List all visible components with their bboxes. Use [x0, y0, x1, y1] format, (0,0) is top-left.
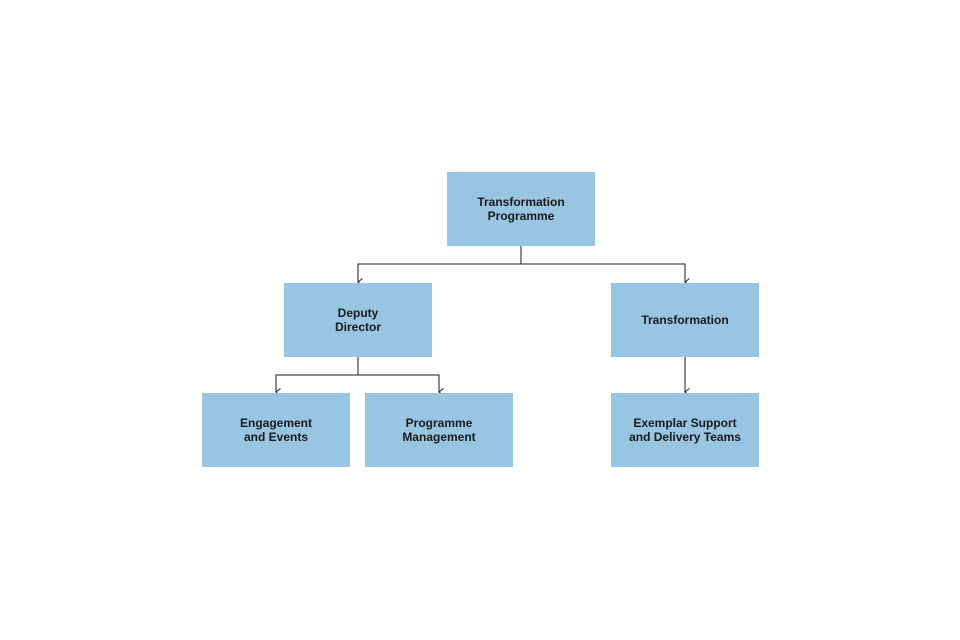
node-engagement-and-events: Engagement and Events — [202, 393, 350, 467]
node-transformation: Transformation — [611, 283, 759, 357]
node-label: Deputy Director — [334, 306, 381, 334]
node-exemplar-support-and-delivery-teams: Exemplar Support and Delivery Teams — [611, 393, 759, 467]
node-programme-management: Programme Management — [365, 393, 513, 467]
node-deputy-director: Deputy Director — [284, 283, 432, 357]
node-transformation-programme: Transformation Programme — [447, 172, 595, 246]
node-label: Transformation Programme — [477, 195, 565, 223]
node-label: Engagement and Events — [239, 416, 312, 444]
node-label: Exemplar Support and Delivery Teams — [629, 416, 741, 444]
node-label: Programme Management — [402, 416, 476, 444]
connector-deputy-to-programme-management — [358, 374, 444, 396]
connector-deputy-to-engagement — [275, 357, 359, 396]
connector-root-to-transformation — [521, 263, 690, 286]
node-label: Transformation — [641, 313, 729, 327]
connector-root-to-deputy — [357, 246, 522, 286]
